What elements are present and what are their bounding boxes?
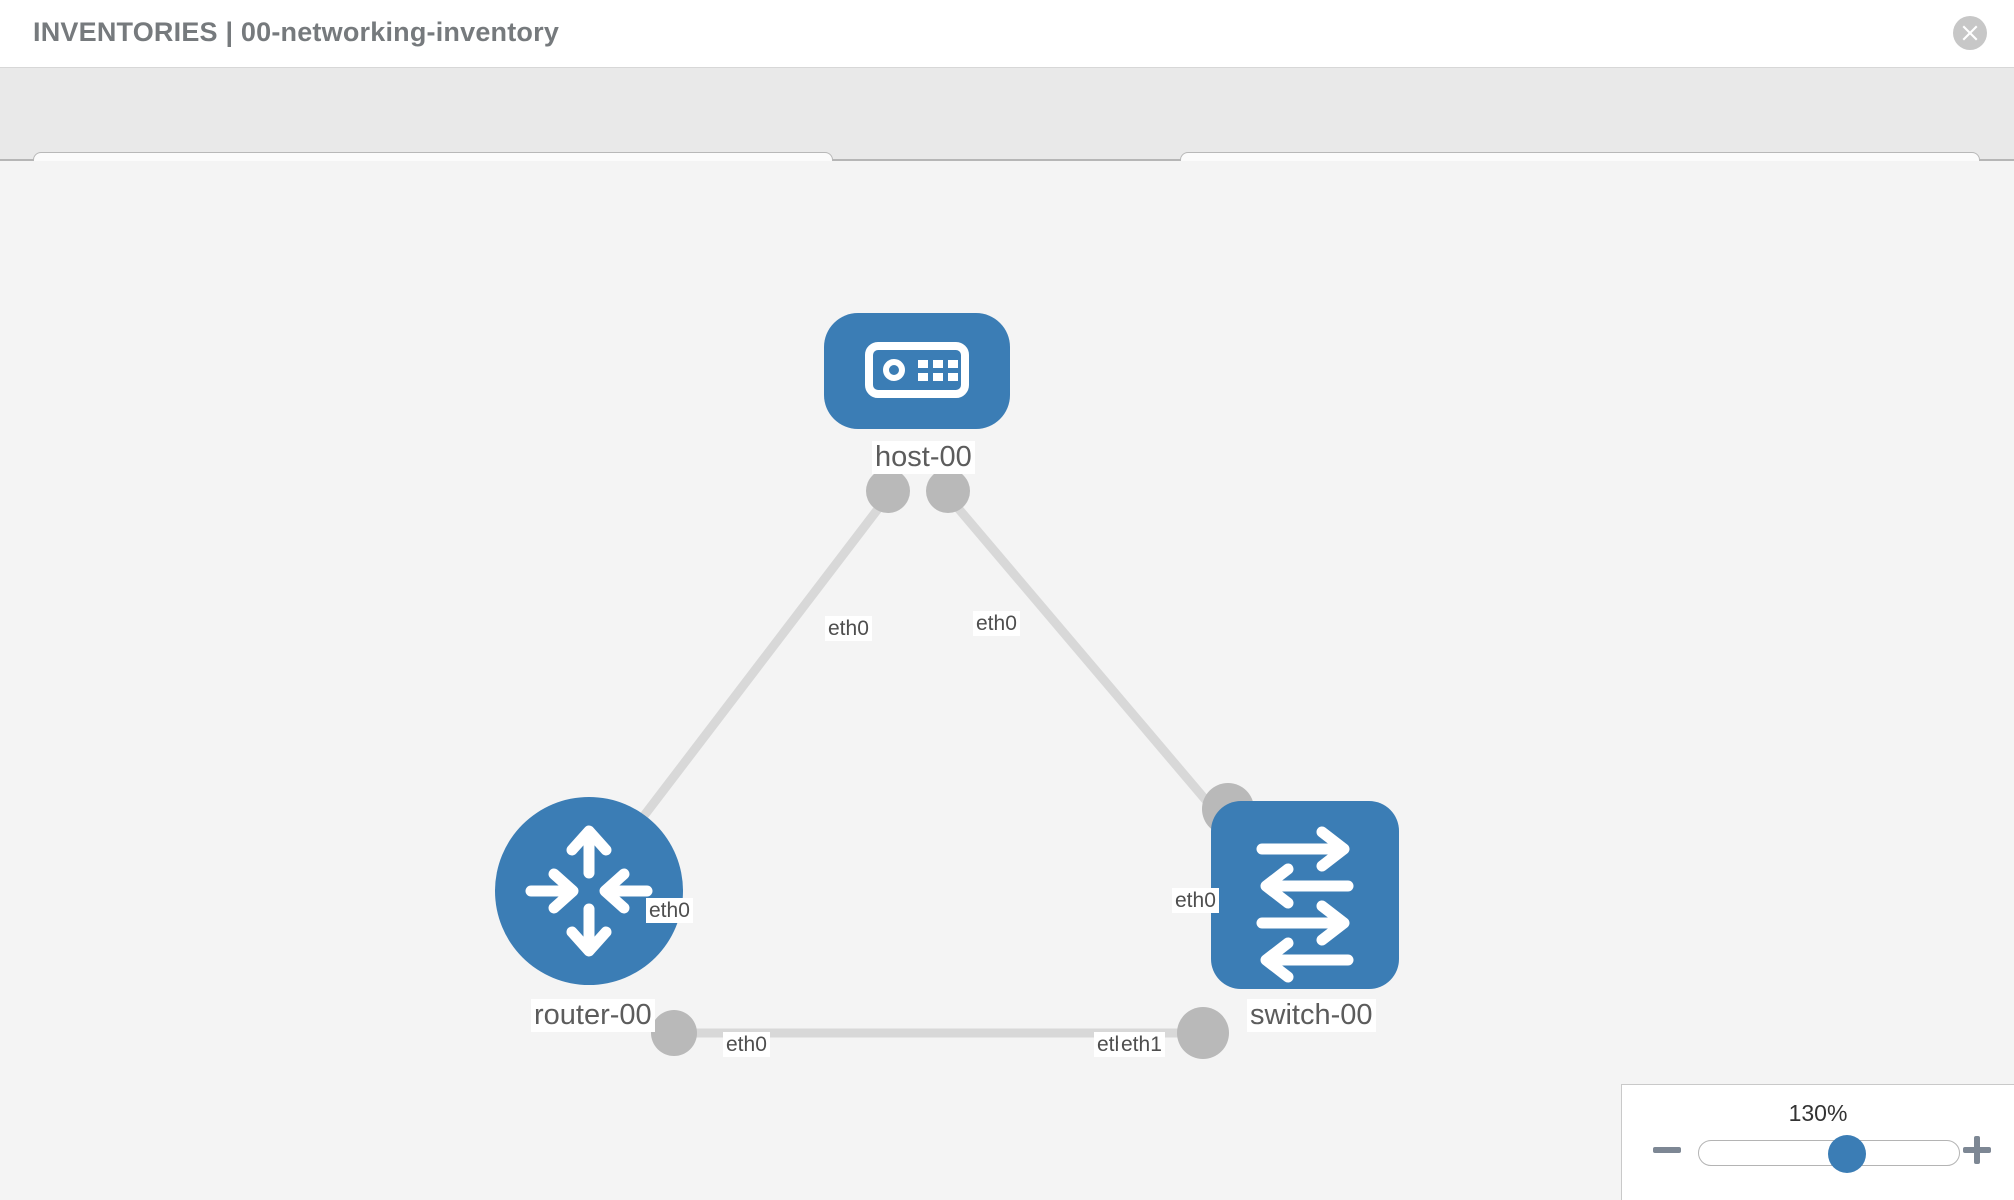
plus-icon[interactable] [1960,1133,1994,1167]
interface-label-host-eth0-left: eth0 [825,616,872,641]
topology-canvas[interactable]: eth0 eth0 eth0 eth0 eth0 eth0 eth1 host-… [0,161,2014,1200]
switch-arrows-icon [1256,826,1354,983]
node-host-00[interactable] [824,313,1010,429]
node-label-host-00: host-00 [872,441,975,474]
page-header: INVENTORIES | 00-networking-inventory [0,0,2014,68]
toolbar: ACTIONS SEARCH [0,68,2014,202]
close-icon[interactable] [1953,16,1987,50]
interface-label-host-eth0-right: eth0 [973,611,1020,636]
link-host-switch[interactable] [948,498,1219,814]
port-host-eth0-left[interactable] [866,469,910,513]
router-arrows-icon [525,825,653,957]
zoom-slider[interactable] [1698,1135,1960,1173]
server-icon [865,342,969,398]
port-layer [651,469,1254,1059]
port-switch-eth1[interactable] [1177,1007,1229,1059]
interface-label-router-eth0-uplink: eth0 [646,898,693,923]
node-router-00[interactable] [495,797,683,985]
zoom-slider-thumb[interactable] [1828,1135,1867,1173]
node-label-router-00: router-00 [531,999,655,1032]
topology-graph [495,313,1399,1059]
link-host-router[interactable] [636,498,888,824]
zoom-level-label: 130% [1788,1100,1848,1126]
zoom-control-panel: 130% [1621,1084,2014,1200]
port-host-eth0-right[interactable] [926,469,970,513]
interface-label-router-eth0: eth0 [723,1032,770,1057]
interface-label-switch-eth1: eth1 [1118,1032,1165,1057]
interface-label-switch-eth0-uplink: eth0 [1172,888,1219,913]
minus-icon[interactable] [1650,1133,1684,1167]
port-router-eth0[interactable] [651,1010,697,1056]
node-label-switch-00: switch-00 [1247,999,1376,1032]
link-layer [636,498,1219,1038]
page-title: INVENTORIES | 00-networking-inventory [33,17,560,47]
node-switch-00[interactable] [1211,801,1399,989]
